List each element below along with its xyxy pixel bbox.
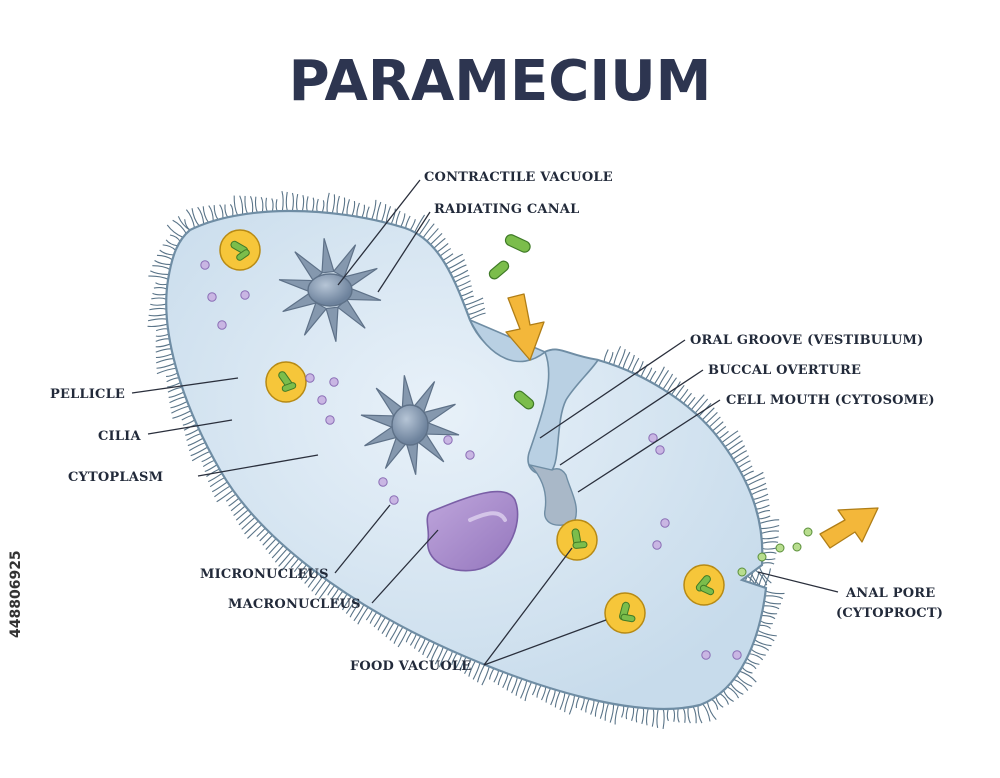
page-title: PARAMECIUM — [289, 49, 712, 114]
food-vacuoles — [219, 229, 725, 634]
label-cilia: CILIA — [98, 429, 141, 444]
leader-lines — [131, 179, 839, 666]
contractile-vacuole — [278, 238, 382, 342]
label-pellicle: PELLICLE — [50, 387, 125, 402]
label-buccal-overture: BUCCAL OVERTURE — [708, 363, 861, 378]
label-contractile-vacuole: CONTRACTILE VACUOLE — [424, 170, 613, 185]
label-food-vacuole: FOOD VACUOLE — [350, 659, 471, 674]
stock-id: 448806925 — [8, 550, 24, 638]
cytoplasm-granules — [200, 260, 742, 660]
contractile-vacuole-2 — [360, 375, 460, 475]
radiating-canals — [278, 238, 382, 342]
ingestion-arrow — [505, 293, 545, 361]
label-anal-pore: ANAL PORE — [845, 586, 935, 601]
bacteria — [488, 234, 535, 410]
label-micronucleus: MICRONUCLEUS — [200, 567, 329, 582]
excretion-arrow — [819, 507, 879, 549]
label-cytoproct: (CYTOPROCT) — [836, 606, 943, 621]
label-cytoplasm: CYTOPLASM — [68, 470, 163, 485]
label-radiating-canal: RADIATING CANAL — [434, 202, 579, 217]
label-oral-groove: ORAL GROOVE (VESTIBULUM) — [690, 333, 923, 348]
radiating-canals-2 — [360, 375, 460, 475]
label-cell-mouth: CELL MOUTH (CYTOSOME) — [726, 393, 935, 408]
labels: CONTRACTILE VACUOLE RADIATING CANAL ORAL… — [50, 170, 943, 674]
expelled-particles — [737, 527, 813, 577]
label-macronucleus: MACRONUCLEUS — [228, 597, 361, 612]
cell-body — [165, 209, 768, 711]
